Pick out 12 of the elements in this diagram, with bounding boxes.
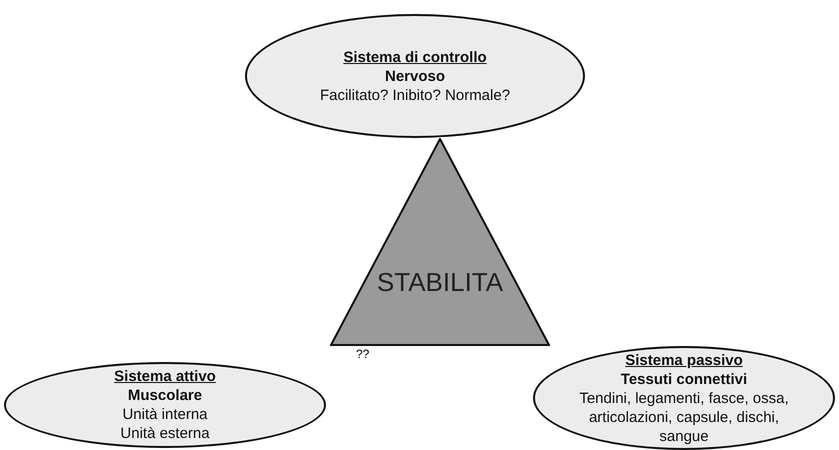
system-heading: Sistema passivo (625, 350, 743, 370)
system-heading: Sistema di controllo (343, 48, 487, 66)
system-subheading: Tessuti connettivi (620, 370, 748, 388)
stability-triangle (330, 138, 550, 346)
system-description: Tendini, legamenti, fasce, ossa, articolazioni, capsule, dischi, sangue (578, 388, 790, 446)
system-subheading: Muscolare (128, 386, 202, 405)
system-description: Unità interna Unità esterna (119, 405, 211, 443)
system-subheading: Nervoso (384, 66, 446, 86)
system-heading: Sistema attivo (114, 367, 216, 386)
stability-label: STABILITA (376, 266, 504, 298)
system-description: Facilitato? Inibito? Normale? (320, 86, 510, 104)
question-mark-note: ?? (356, 347, 370, 361)
